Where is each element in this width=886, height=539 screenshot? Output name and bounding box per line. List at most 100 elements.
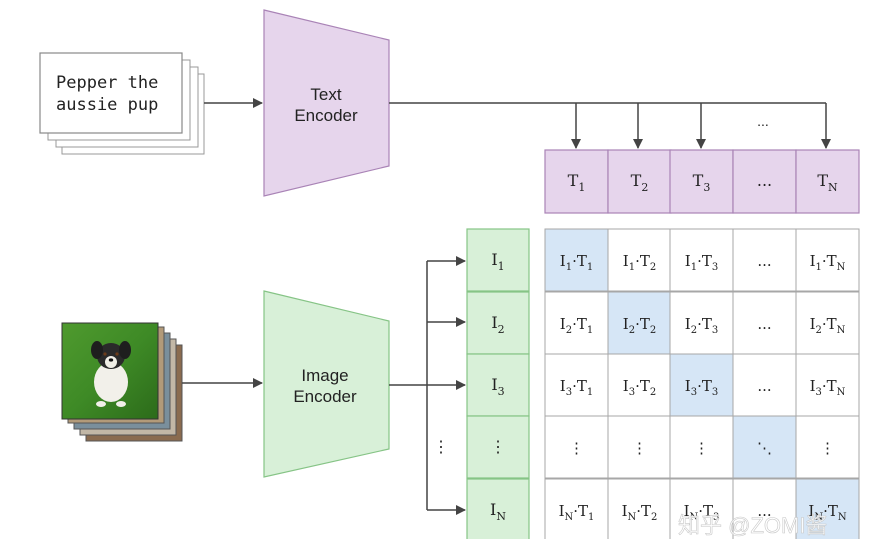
image-feature-label-base: ⋮	[490, 437, 506, 456]
matrix-cell-label-part: ·T	[635, 315, 650, 333]
matrix-cell-label-part: 1	[691, 262, 697, 273]
matrix-cell	[795, 291, 860, 355]
text-feature-label: T3	[693, 171, 711, 194]
text-feature-label: ...	[757, 171, 772, 190]
matrix-cell-label-part: I	[559, 502, 565, 520]
text-encoder-line2: Encoder	[294, 106, 358, 125]
matrix-cell-label-part: ·T	[822, 315, 837, 333]
matrix-cell-label-part: 3	[629, 387, 635, 398]
watermark: 知乎 @ZOMI酱	[678, 513, 827, 538]
matrix-cell	[669, 478, 734, 539]
image-encoder: Image Encoder	[263, 290, 390, 478]
text-feature-label-base: T	[568, 171, 579, 190]
image-feature-label-sub: N	[496, 510, 506, 523]
left-vdots: ⋮	[433, 437, 449, 456]
matrix-cell-label: I1·T2	[623, 252, 656, 273]
text-feature-label: TN	[817, 171, 838, 194]
matrix-cell-label-part: ·T	[635, 377, 650, 395]
matrix-cell-label: I2·T3	[685, 315, 718, 336]
matrix-cell-label-part: 2	[651, 512, 657, 523]
matrix-cell-label-part: N	[814, 512, 823, 523]
matrix-cell-label-part: ·T	[572, 377, 587, 395]
matrix-cell-label-part: 2	[566, 325, 572, 336]
image-feature-cell	[466, 353, 530, 417]
image-branch-arrows	[389, 256, 466, 515]
matrix-cell	[795, 415, 860, 479]
image-input-stack	[61, 322, 183, 442]
text-feature-label-sub: 2	[641, 181, 648, 194]
image-feature-cell	[466, 228, 530, 292]
matrix-cell-label-part: 3	[712, 262, 718, 273]
matrix-cell-diagonal	[607, 291, 672, 355]
text-input-line1: Pepper the	[56, 73, 158, 93]
image-feature-label-base: I	[491, 250, 497, 269]
text-feature-label-sub: 3	[703, 181, 710, 194]
matrix-cell	[544, 415, 609, 479]
image-feature-label-sub: 1	[498, 260, 505, 273]
matrix-cell-label-part: 2	[629, 325, 635, 336]
matrix-cell-label: I1·T3	[685, 252, 718, 273]
text-encoder-line1: Text	[310, 85, 341, 104]
matrix-cell	[544, 291, 609, 355]
matrix-cell-label: ⋮	[694, 439, 709, 457]
image-feature-label: I1	[491, 250, 504, 273]
text-feature-label-base: T	[631, 171, 642, 190]
image-feature-label-base: I	[491, 313, 497, 332]
matrix-cell-label: ⋮	[632, 439, 647, 457]
matrix-cell-label-part: 1	[587, 262, 593, 273]
matrix-cell-label-part: 1	[816, 262, 822, 273]
matrix-cell-label-part: I	[684, 502, 690, 520]
text-feature-label-base: ...	[757, 171, 772, 190]
matrix-cell-diagonal	[544, 228, 609, 292]
matrix-cell-label-part: 3	[712, 325, 718, 336]
matrix-cell-label-part: I	[685, 377, 691, 395]
matrix-cell-label-part: 2	[691, 325, 697, 336]
matrix-cell-label: ...	[757, 502, 771, 520]
matrix-cell-label-part: 2	[816, 325, 822, 336]
matrix-cell-label-part: ·T	[572, 252, 587, 270]
matrix-cell-label-part: I	[560, 315, 566, 333]
text-feature-cell	[544, 149, 609, 214]
matrix-cell-label: I1·TN	[810, 252, 846, 273]
matrix-cell	[607, 415, 672, 479]
matrix-cell-label-part: ·T	[697, 252, 712, 270]
matrix-cell-label-part: I	[560, 377, 566, 395]
matrix-cell-label-part: 2	[650, 387, 656, 398]
matrix-cell-label-part: N	[565, 512, 574, 523]
matrix-cell-label-part: N	[837, 262, 846, 273]
top-dots: ...	[757, 113, 769, 129]
text-feature-label-sub: N	[828, 181, 838, 194]
matrix-cell-label-part: ·T	[572, 315, 587, 333]
image-feature-label: I3	[491, 375, 504, 398]
matrix-cell-label: I1·T1	[560, 252, 593, 273]
text-encoder: Text Encoder	[263, 9, 390, 197]
matrix-cell-label: ⋮	[569, 439, 584, 457]
matrix-cell-label-part: 3	[691, 387, 697, 398]
matrix-cell-label-part: ·T	[697, 315, 712, 333]
matrix-cell-label-part: 1	[629, 262, 635, 273]
matrix-cell-label: I3·T3	[685, 377, 718, 398]
matrix-cell-label-part: I	[685, 315, 691, 333]
matrix-cell	[669, 415, 734, 479]
matrix-cell-label-part: I	[623, 252, 629, 270]
matrix-cell-label-part: 1	[587, 325, 593, 336]
text-branch-arrows	[389, 102, 831, 149]
matrix-cell-label: ⋱	[757, 439, 772, 457]
matrix-cell-label: IN·T2	[622, 502, 658, 523]
matrix-cell	[607, 478, 672, 539]
matrix-cell-label-part: 1	[588, 512, 594, 523]
image-feature-label: IN	[490, 500, 506, 523]
matrix-cell-label-part: I	[808, 502, 814, 520]
image-feature-label-base: I	[491, 375, 497, 394]
image-feature-label-base: I	[490, 500, 496, 519]
matrix-cell-label-part: 1	[587, 387, 593, 398]
text-feature-label-base: T	[817, 171, 828, 190]
matrix-cell	[732, 353, 797, 417]
image-encoder-line1: Image	[301, 366, 348, 385]
image-feature-label: ⋮	[490, 437, 506, 456]
matrix-cell-label-part: I	[810, 252, 816, 270]
matrix-cell-label-part: 3	[816, 387, 822, 398]
